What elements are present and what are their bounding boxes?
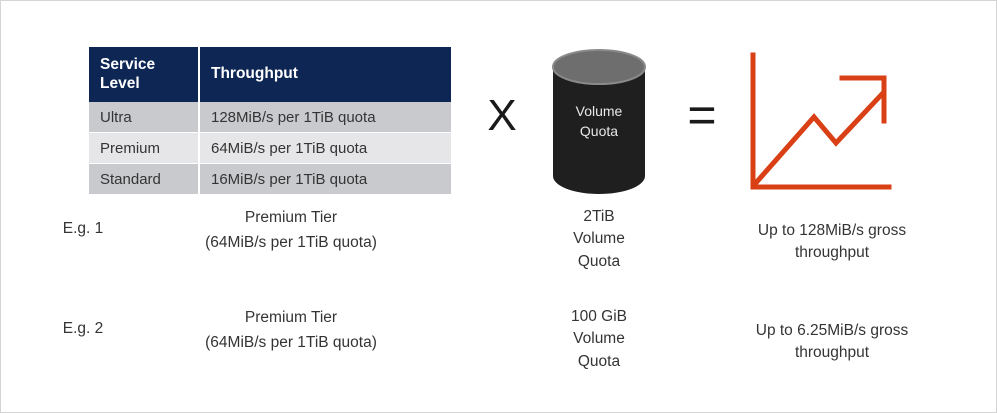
example-1-tier: Premium Tier (64MiB/s per 1TiB quota) bbox=[131, 206, 451, 256]
cell-service-level: Premium bbox=[89, 132, 200, 164]
example-2-result-line1: Up to 6.25MiB/s gross bbox=[755, 322, 909, 339]
trending-up-chart-icon bbox=[750, 52, 892, 190]
example-1-quota-line3: Quota bbox=[577, 252, 621, 270]
example-1-result-line1: Up to 128MiB/s gross bbox=[757, 222, 907, 239]
example-2-tier-line2: (64MiB/s per 1TiB quota) bbox=[205, 333, 377, 351]
example-2-quota: 100 GiB Volume Quota bbox=[539, 306, 659, 373]
example-2-label: E.g. 2 bbox=[62, 320, 104, 337]
column-header-throughput: Throughput bbox=[199, 47, 451, 102]
table-row: Ultra 128MiB/s per 1TiB quota bbox=[89, 102, 451, 133]
throughput-chart-icon bbox=[743, 51, 895, 196]
column-header-service-level-line1: Service bbox=[100, 55, 156, 73]
equals-operator-icon: = bbox=[687, 87, 717, 143]
example-2-quota-line3: Quota bbox=[577, 352, 621, 370]
example-1-quota-line1: 2TiB bbox=[583, 208, 615, 225]
example-1-result-line2: throughput bbox=[794, 243, 870, 261]
cell-service-level: Ultra bbox=[89, 102, 200, 133]
table-body: Ultra 128MiB/s per 1TiB quota Premium 64… bbox=[89, 102, 451, 195]
table-header: Service Level Throughput bbox=[89, 47, 451, 102]
example-1-result: Up to 128MiB/s gross throughput bbox=[719, 220, 945, 263]
database-cylinder-icon bbox=[552, 49, 646, 194]
example-2-quota-line2: Volume bbox=[573, 330, 625, 348]
example-1-quota-line2: Volume bbox=[573, 230, 625, 248]
multiply-operator-icon: X bbox=[487, 91, 517, 140]
example-1-label: E.g. 1 bbox=[62, 220, 104, 237]
table-header-row: Service Level Throughput bbox=[89, 47, 451, 102]
column-header-service-level: Service Level bbox=[89, 47, 200, 102]
example-1-quota: 2TiB Volume Quota bbox=[539, 206, 659, 273]
example-2-quota-line1: 100 GiB bbox=[570, 308, 627, 325]
table-row: Standard 16MiB/s per 1TiB quota bbox=[89, 163, 451, 195]
cell-throughput: 64MiB/s per 1TiB quota bbox=[199, 132, 451, 164]
table-row: Premium 64MiB/s per 1TiB quota bbox=[89, 132, 451, 164]
cell-throughput: 16MiB/s per 1TiB quota bbox=[199, 163, 451, 195]
example-2-tier-line1: Premium Tier bbox=[244, 309, 338, 326]
cell-service-level: Standard bbox=[89, 163, 200, 195]
service-level-throughput-table: Service Level Throughput Ultra 128MiB/s … bbox=[89, 47, 451, 195]
volume-quota-cylinder: Volume Quota bbox=[551, 49, 647, 194]
example-1-tier-line2: (64MiB/s per 1TiB quota) bbox=[205, 233, 377, 251]
cell-throughput: 128MiB/s per 1TiB quota bbox=[199, 102, 451, 133]
column-header-service-level-line2: Level bbox=[100, 74, 140, 92]
example-1-tier-line1: Premium Tier bbox=[244, 209, 338, 226]
example-2-result-line2: throughput bbox=[794, 343, 870, 361]
example-2-result: Up to 6.25MiB/s gross throughput bbox=[719, 320, 945, 363]
example-2-tier: Premium Tier (64MiB/s per 1TiB quota) bbox=[131, 306, 451, 356]
